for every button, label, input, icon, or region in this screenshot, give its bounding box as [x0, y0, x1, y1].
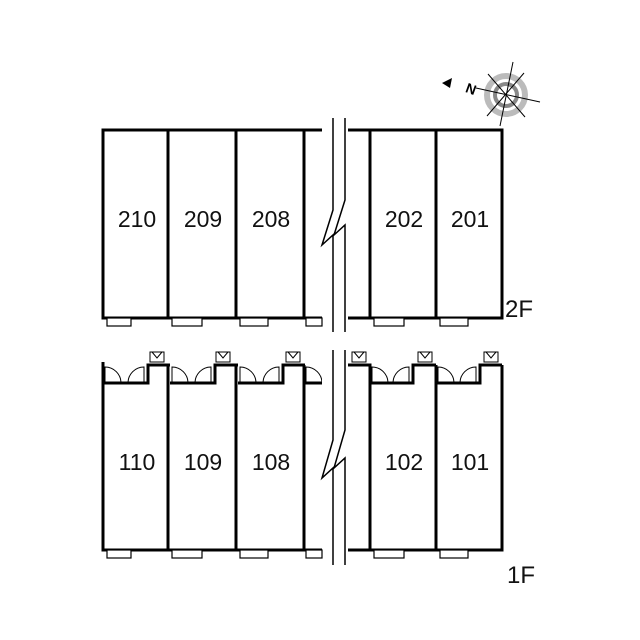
door-icons [104, 351, 499, 384]
compass-icon: N [442, 61, 541, 127]
compass-north-label: N [464, 80, 479, 98]
break-line [320, 350, 346, 565]
unit-110: 110 [119, 449, 156, 475]
floor-2: 210 209 208 202 201 2F [101, 118, 533, 332]
unit-209: 209 [184, 206, 222, 232]
floor-1-label: 1F [507, 562, 535, 589]
unit-210: 210 [118, 206, 156, 232]
unit-102: 102 [385, 449, 423, 475]
floor-2-label: 2F [505, 296, 533, 323]
unit-208: 208 [252, 206, 290, 232]
unit-109: 109 [184, 449, 222, 475]
break-line [320, 118, 346, 332]
floor-1: 110 109 108 102 101 1F [101, 350, 535, 589]
unit-201: 201 [451, 206, 489, 232]
unit-101: 101 [451, 449, 489, 475]
unit-202: 202 [385, 206, 423, 232]
unit-108: 108 [252, 449, 290, 475]
